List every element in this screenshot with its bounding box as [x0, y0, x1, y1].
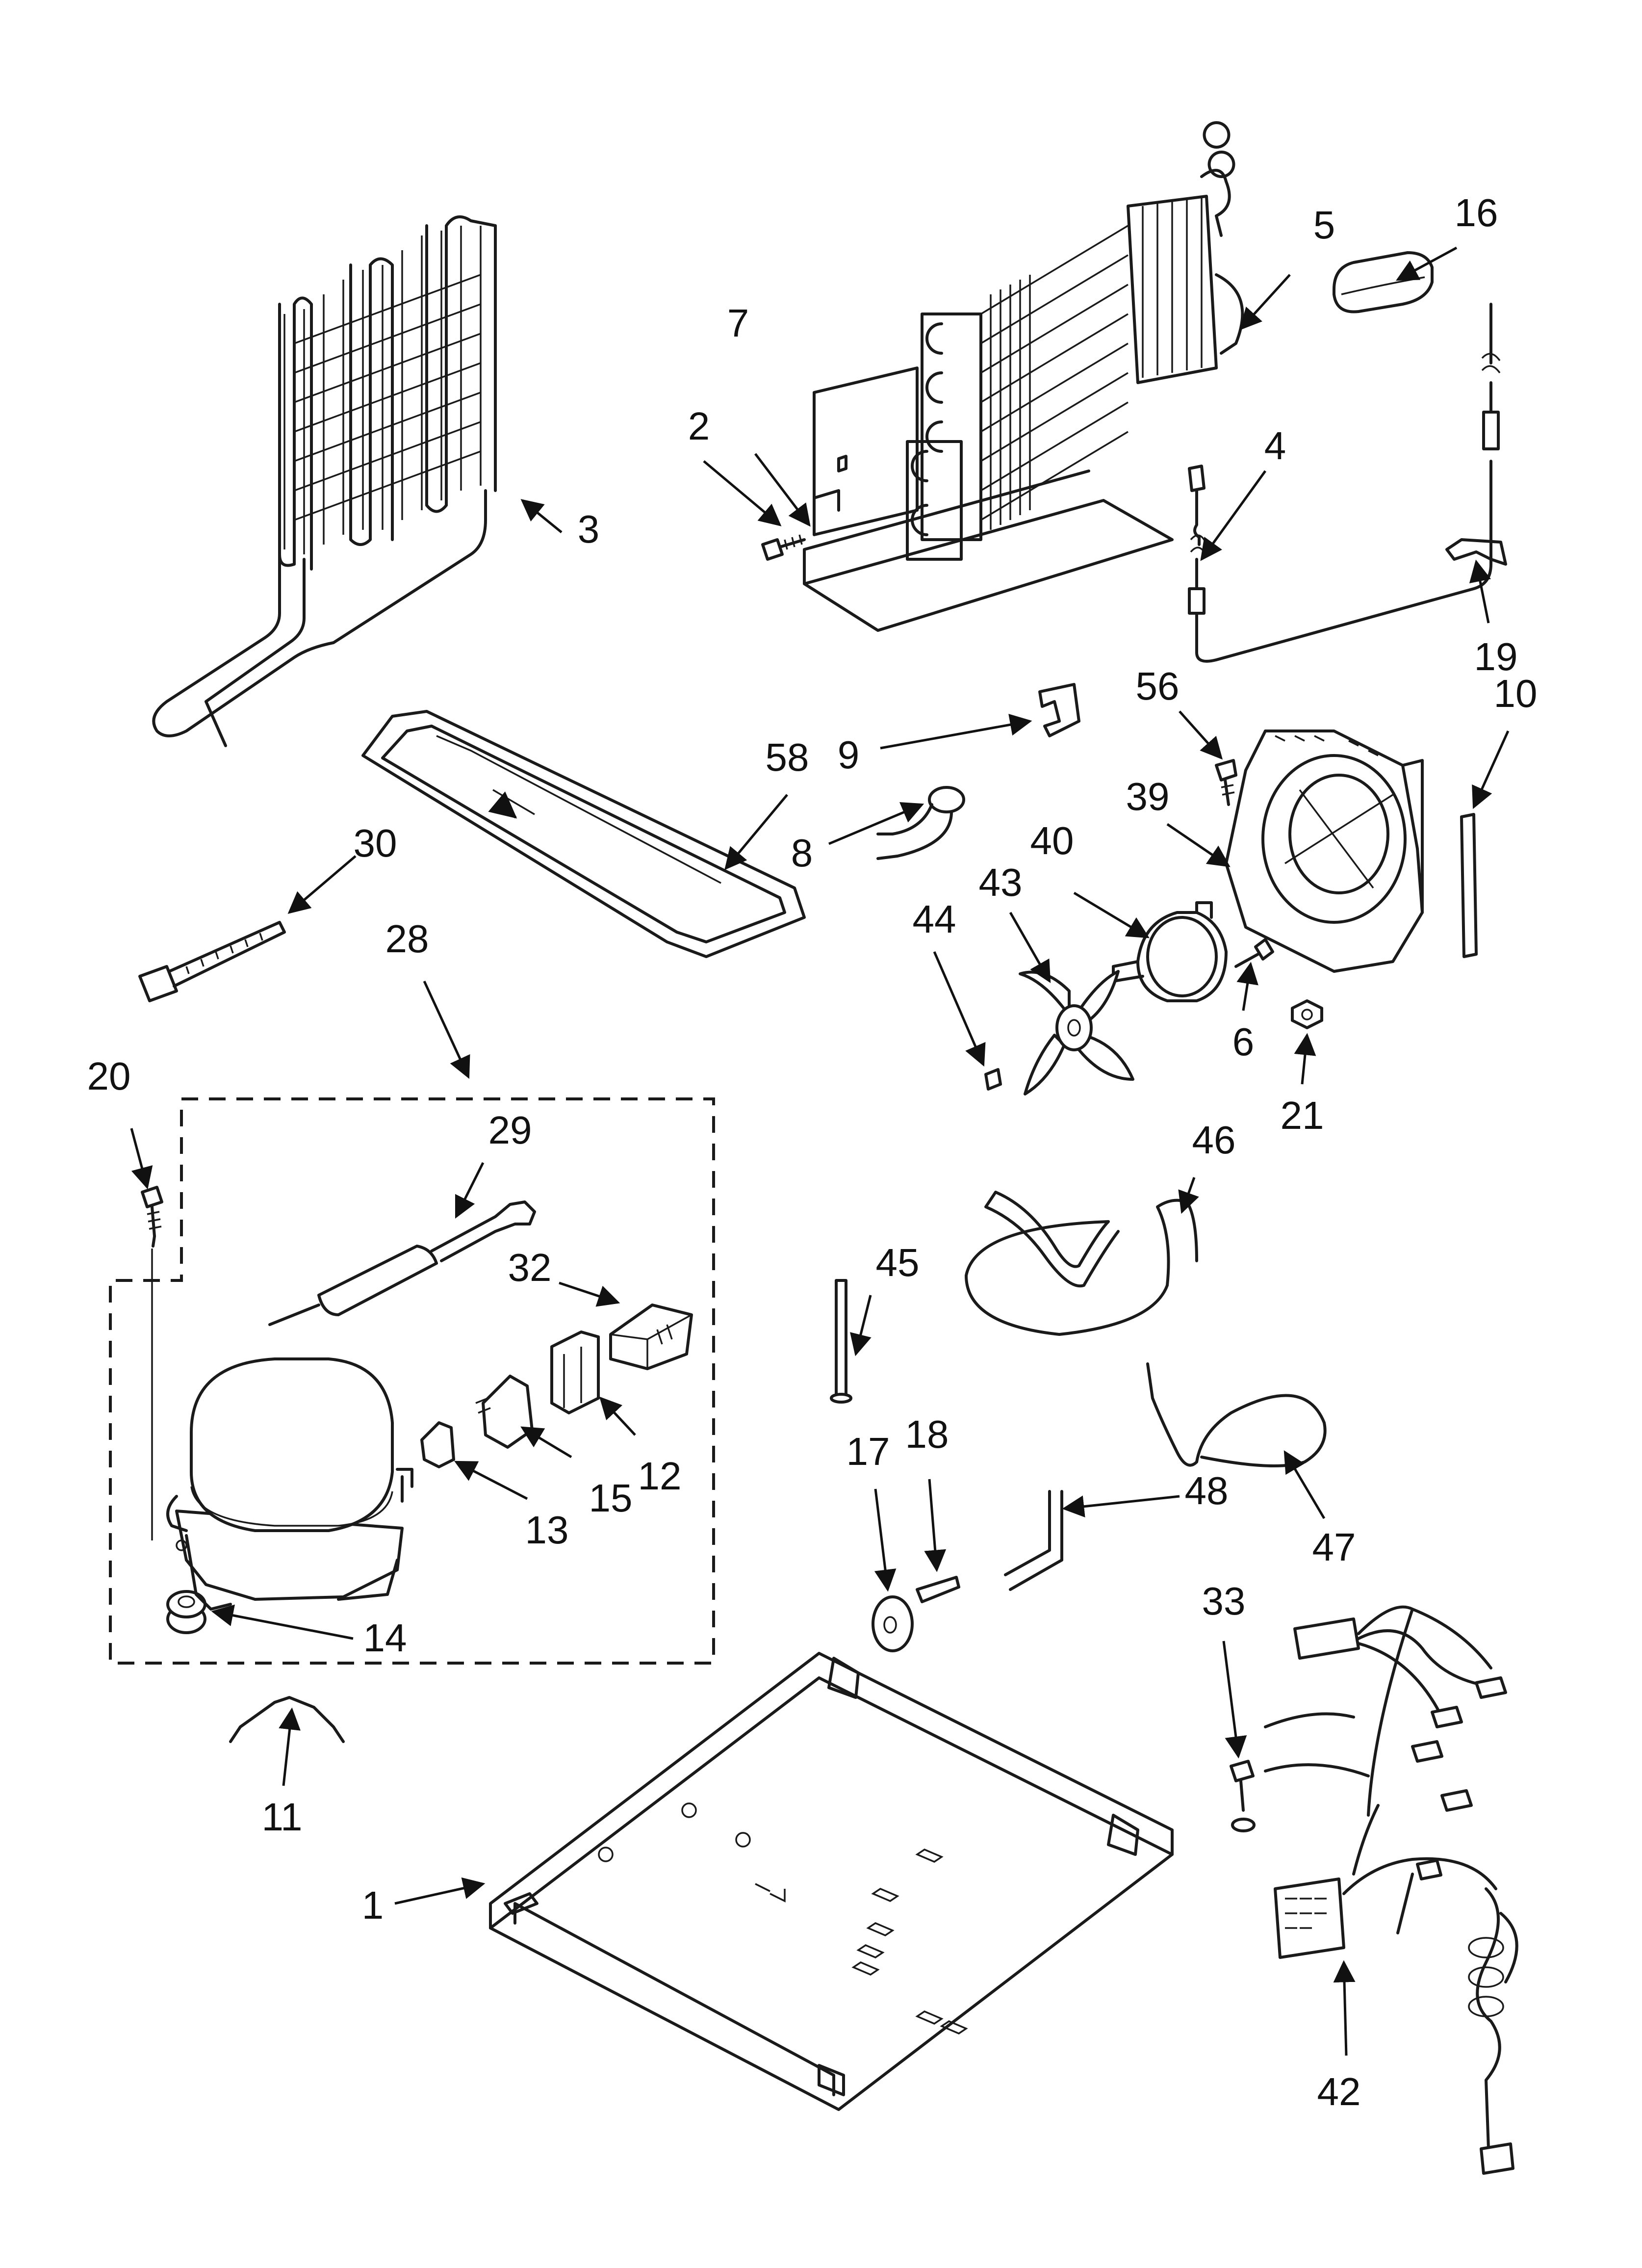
callout-28: 28	[385, 917, 429, 961]
fan-blade	[1019, 970, 1134, 1095]
callout-19: 19	[1474, 635, 1518, 678]
callout-13: 13	[525, 1508, 569, 1552]
callout-47: 47	[1312, 1525, 1356, 1569]
screw-6	[1234, 938, 1274, 968]
fan-clip	[984, 1068, 1002, 1091]
callout-5: 5	[1313, 203, 1335, 247]
roller-wheel	[872, 1595, 914, 1652]
callout-30: 30	[354, 821, 397, 865]
callout-43: 43	[979, 860, 1023, 904]
callout-3: 3	[578, 507, 600, 551]
callout-21: 21	[1281, 1094, 1324, 1137]
tube-48	[1004, 1490, 1063, 1591]
callout-14: 14	[363, 1616, 407, 1660]
condenser-coil	[152, 215, 497, 747]
start-relay	[482, 1375, 534, 1449]
callout-58: 58	[766, 735, 809, 779]
screw-56	[1215, 759, 1237, 806]
hanger-bracket	[1038, 683, 1080, 737]
screw-2	[761, 534, 806, 561]
callout-4: 4	[1264, 424, 1286, 468]
screw-33	[1230, 1760, 1256, 1832]
callout-33: 33	[1202, 1579, 1246, 1623]
callout-8: 8	[791, 831, 813, 875]
insulation-strip	[1460, 813, 1478, 958]
callout-6: 6	[1232, 1020, 1255, 1064]
cover-cap	[1333, 251, 1434, 313]
callout-46: 46	[1192, 1118, 1236, 1162]
overload-protector	[420, 1421, 455, 1468]
compressor	[166, 1357, 413, 1611]
callout-20: 20	[87, 1054, 131, 1098]
tube-46	[965, 1191, 1198, 1336]
evaporator-assembly	[761, 121, 1244, 632]
axle-pin	[916, 1576, 960, 1603]
nut	[1291, 999, 1323, 1029]
tube-47	[1146, 1362, 1327, 1467]
callout-48: 48	[1185, 1469, 1229, 1512]
callout-44: 44	[913, 897, 956, 941]
callout-16: 16	[1455, 191, 1498, 235]
base-frame	[489, 1652, 1174, 2111]
leader-lines	[130, 246, 1510, 2056]
fan-shroud	[1225, 730, 1424, 973]
callout-10: 10	[1494, 672, 1538, 715]
clip	[1445, 538, 1507, 566]
callout-32: 32	[508, 1246, 552, 1289]
compressor-kit-outline	[109, 1097, 715, 1665]
pin-45	[830, 1279, 852, 1404]
callout-39: 39	[1126, 775, 1170, 818]
callout-29: 29	[488, 1108, 532, 1152]
callout-42: 42	[1317, 2070, 1361, 2113]
sensor-wire	[1188, 303, 1501, 663]
callout-15: 15	[589, 1476, 633, 1520]
callout-17: 17	[847, 1430, 890, 1473]
callout-56: 56	[1136, 664, 1180, 708]
callout-7: 7	[727, 301, 749, 345]
wire-harness	[1264, 1605, 1518, 2175]
callout-18: 18	[905, 1412, 949, 1456]
drain-pan	[361, 710, 806, 958]
callout-9: 9	[838, 733, 860, 777]
cable-tie	[138, 921, 286, 1002]
screw-20	[141, 1186, 163, 1248]
relay-bracket	[550, 1330, 600, 1414]
callout-45: 45	[876, 1241, 920, 1284]
callout-labels: 1 2 3 4 5 6 7 8 9 10 11 12 13 14 15 16 1…	[87, 191, 1538, 2113]
callout-11: 11	[261, 1795, 302, 1839]
thermostat-sensor	[876, 786, 965, 860]
filter-drier	[268, 1200, 536, 1326]
callout-1: 1	[362, 1883, 384, 1927]
callout-12: 12	[638, 1454, 682, 1498]
fan-motor	[1112, 901, 1228, 1002]
spring-clip	[229, 1696, 345, 1743]
callout-40: 40	[1030, 819, 1074, 862]
callout-2: 2	[688, 404, 710, 448]
